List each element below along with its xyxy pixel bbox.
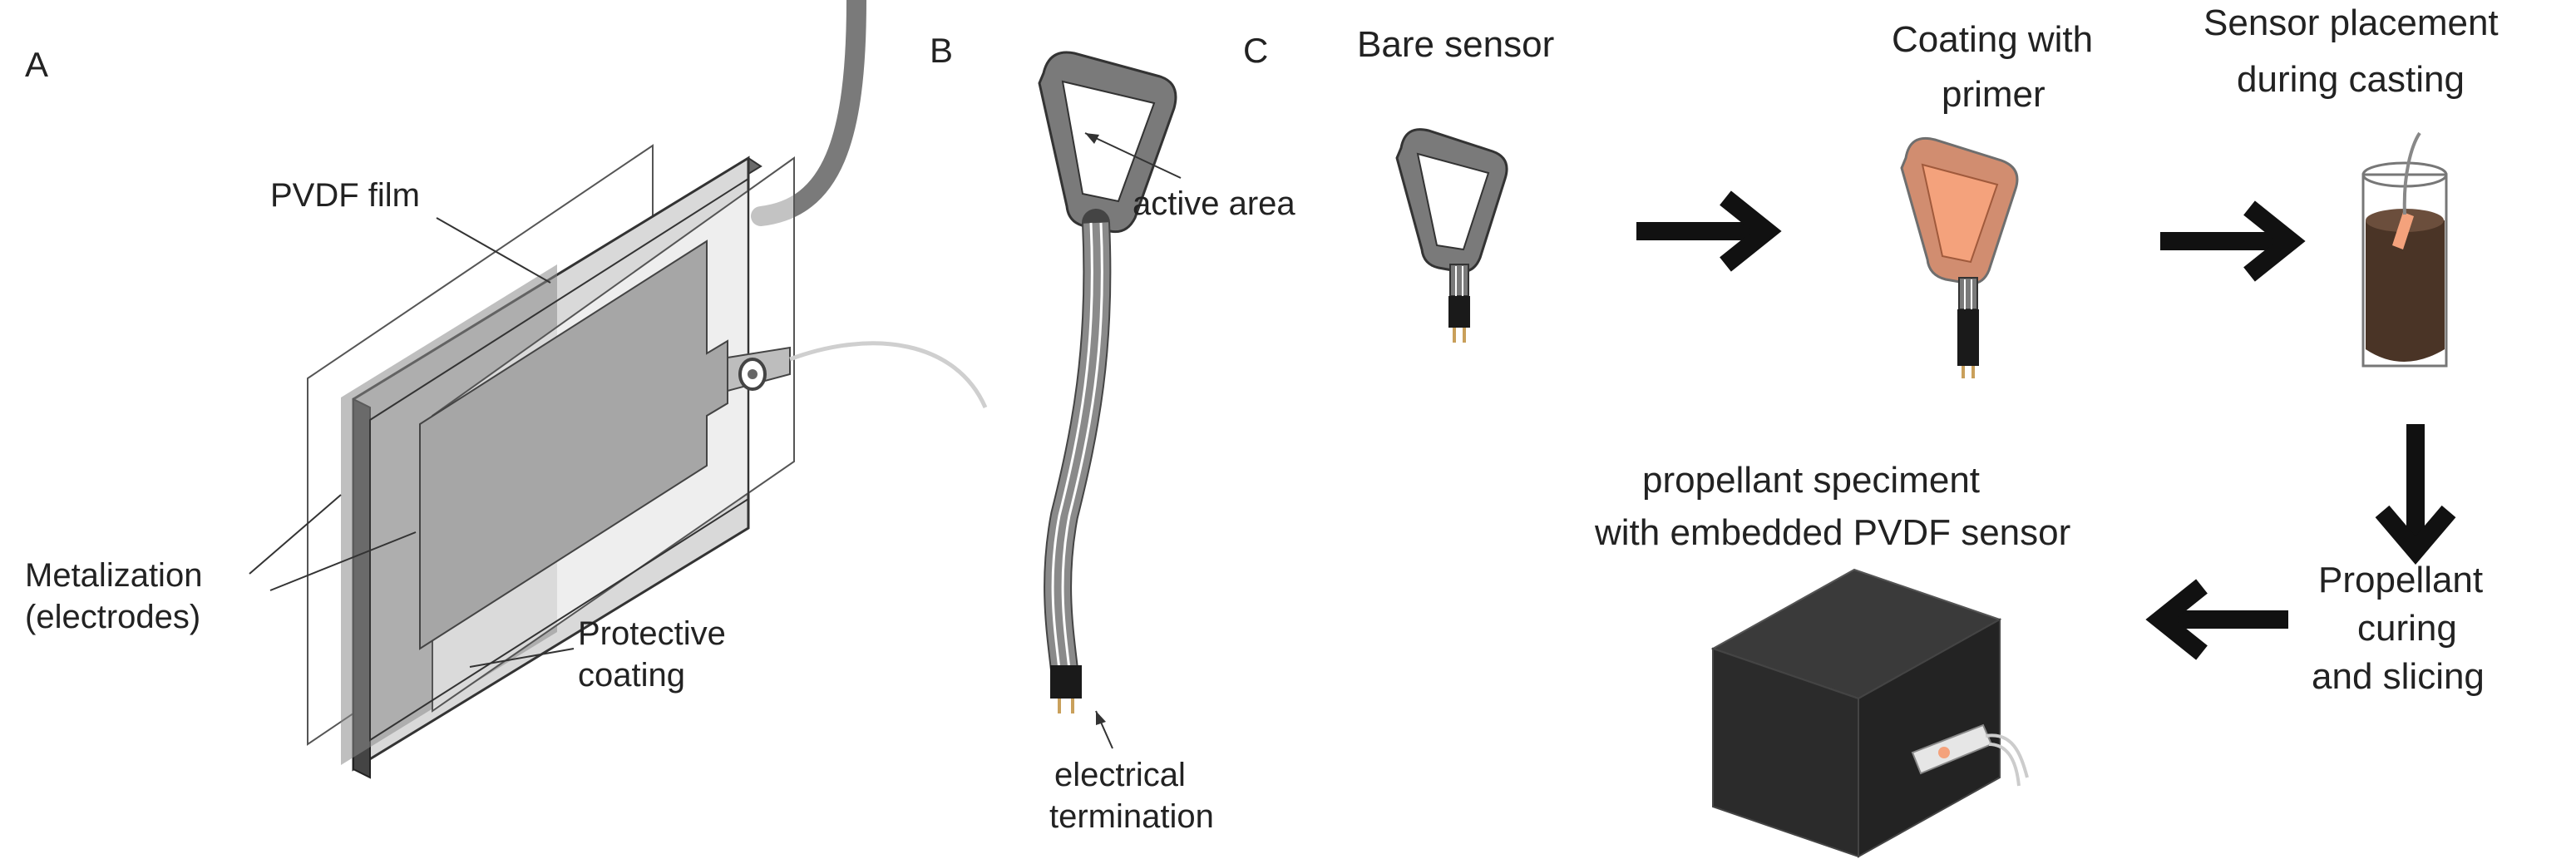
panel-b: B active area electrical termination bbox=[930, 31, 1295, 835]
bare-sensor-illustration bbox=[1395, 128, 1508, 343]
termination-block bbox=[1050, 665, 1082, 699]
label-metalization-2: (electrodes) bbox=[25, 599, 200, 635]
label-active-area: active area bbox=[1133, 185, 1295, 222]
label-metalization-1: Metalization bbox=[25, 557, 202, 594]
arrow-down bbox=[2375, 424, 2456, 565]
pointer-metalization-1 bbox=[249, 494, 342, 575]
label-placement-2: during casting bbox=[2237, 59, 2465, 100]
pointer-active-area bbox=[1084, 132, 1182, 179]
label-protective-2: coating bbox=[578, 657, 685, 694]
label-curing-3: and slicing bbox=[2312, 656, 2485, 697]
casting-beaker-illustration bbox=[2361, 131, 2448, 368]
propellant-cube-illustration bbox=[1710, 568, 2029, 858]
panel-c: C Bare sensor Coating with primer bbox=[1243, 2, 2499, 858]
primer-sensor-illustration bbox=[1900, 136, 2019, 378]
arrow-left bbox=[2145, 579, 2288, 660]
label-coating-2: primer bbox=[1942, 74, 2046, 115]
panel-a-letter: A bbox=[25, 45, 48, 84]
thin-wire bbox=[789, 341, 988, 409]
arrow-right-2 bbox=[2160, 200, 2306, 282]
panel-a: A PVDF film Metalization (electrodes) Pr… bbox=[25, 0, 988, 779]
label-protective-1: Protective bbox=[578, 615, 726, 652]
label-pvdf-film: PVDF film bbox=[270, 177, 420, 214]
panel-c-letter: C bbox=[1243, 31, 1268, 70]
label-coating-1: Coating with bbox=[1892, 19, 2093, 60]
label-curing-2: curing bbox=[2357, 608, 2457, 649]
active-area bbox=[1061, 80, 1156, 203]
pointer-pvdf-film bbox=[436, 217, 551, 284]
arrow-right-1 bbox=[1636, 190, 1782, 272]
label-placement-1: Sensor placement bbox=[2203, 2, 2499, 43]
label-curing-1: Propellant bbox=[2318, 560, 2483, 600]
label-specimen-1: propellant speciment bbox=[1642, 460, 1980, 501]
pointer-metalization-2 bbox=[269, 531, 417, 591]
label-termination-2: termination bbox=[1049, 798, 1214, 835]
front-electrode-frame bbox=[369, 177, 749, 742]
front-electrode bbox=[419, 239, 728, 650]
label-termination-1: electrical bbox=[1054, 757, 1186, 793]
panel-b-letter: B bbox=[930, 31, 953, 70]
label-bare-sensor: Bare sensor bbox=[1357, 24, 1554, 65]
label-specimen-2: with embedded PVDF sensor bbox=[1594, 512, 2070, 553]
pointer-protective bbox=[469, 648, 575, 668]
